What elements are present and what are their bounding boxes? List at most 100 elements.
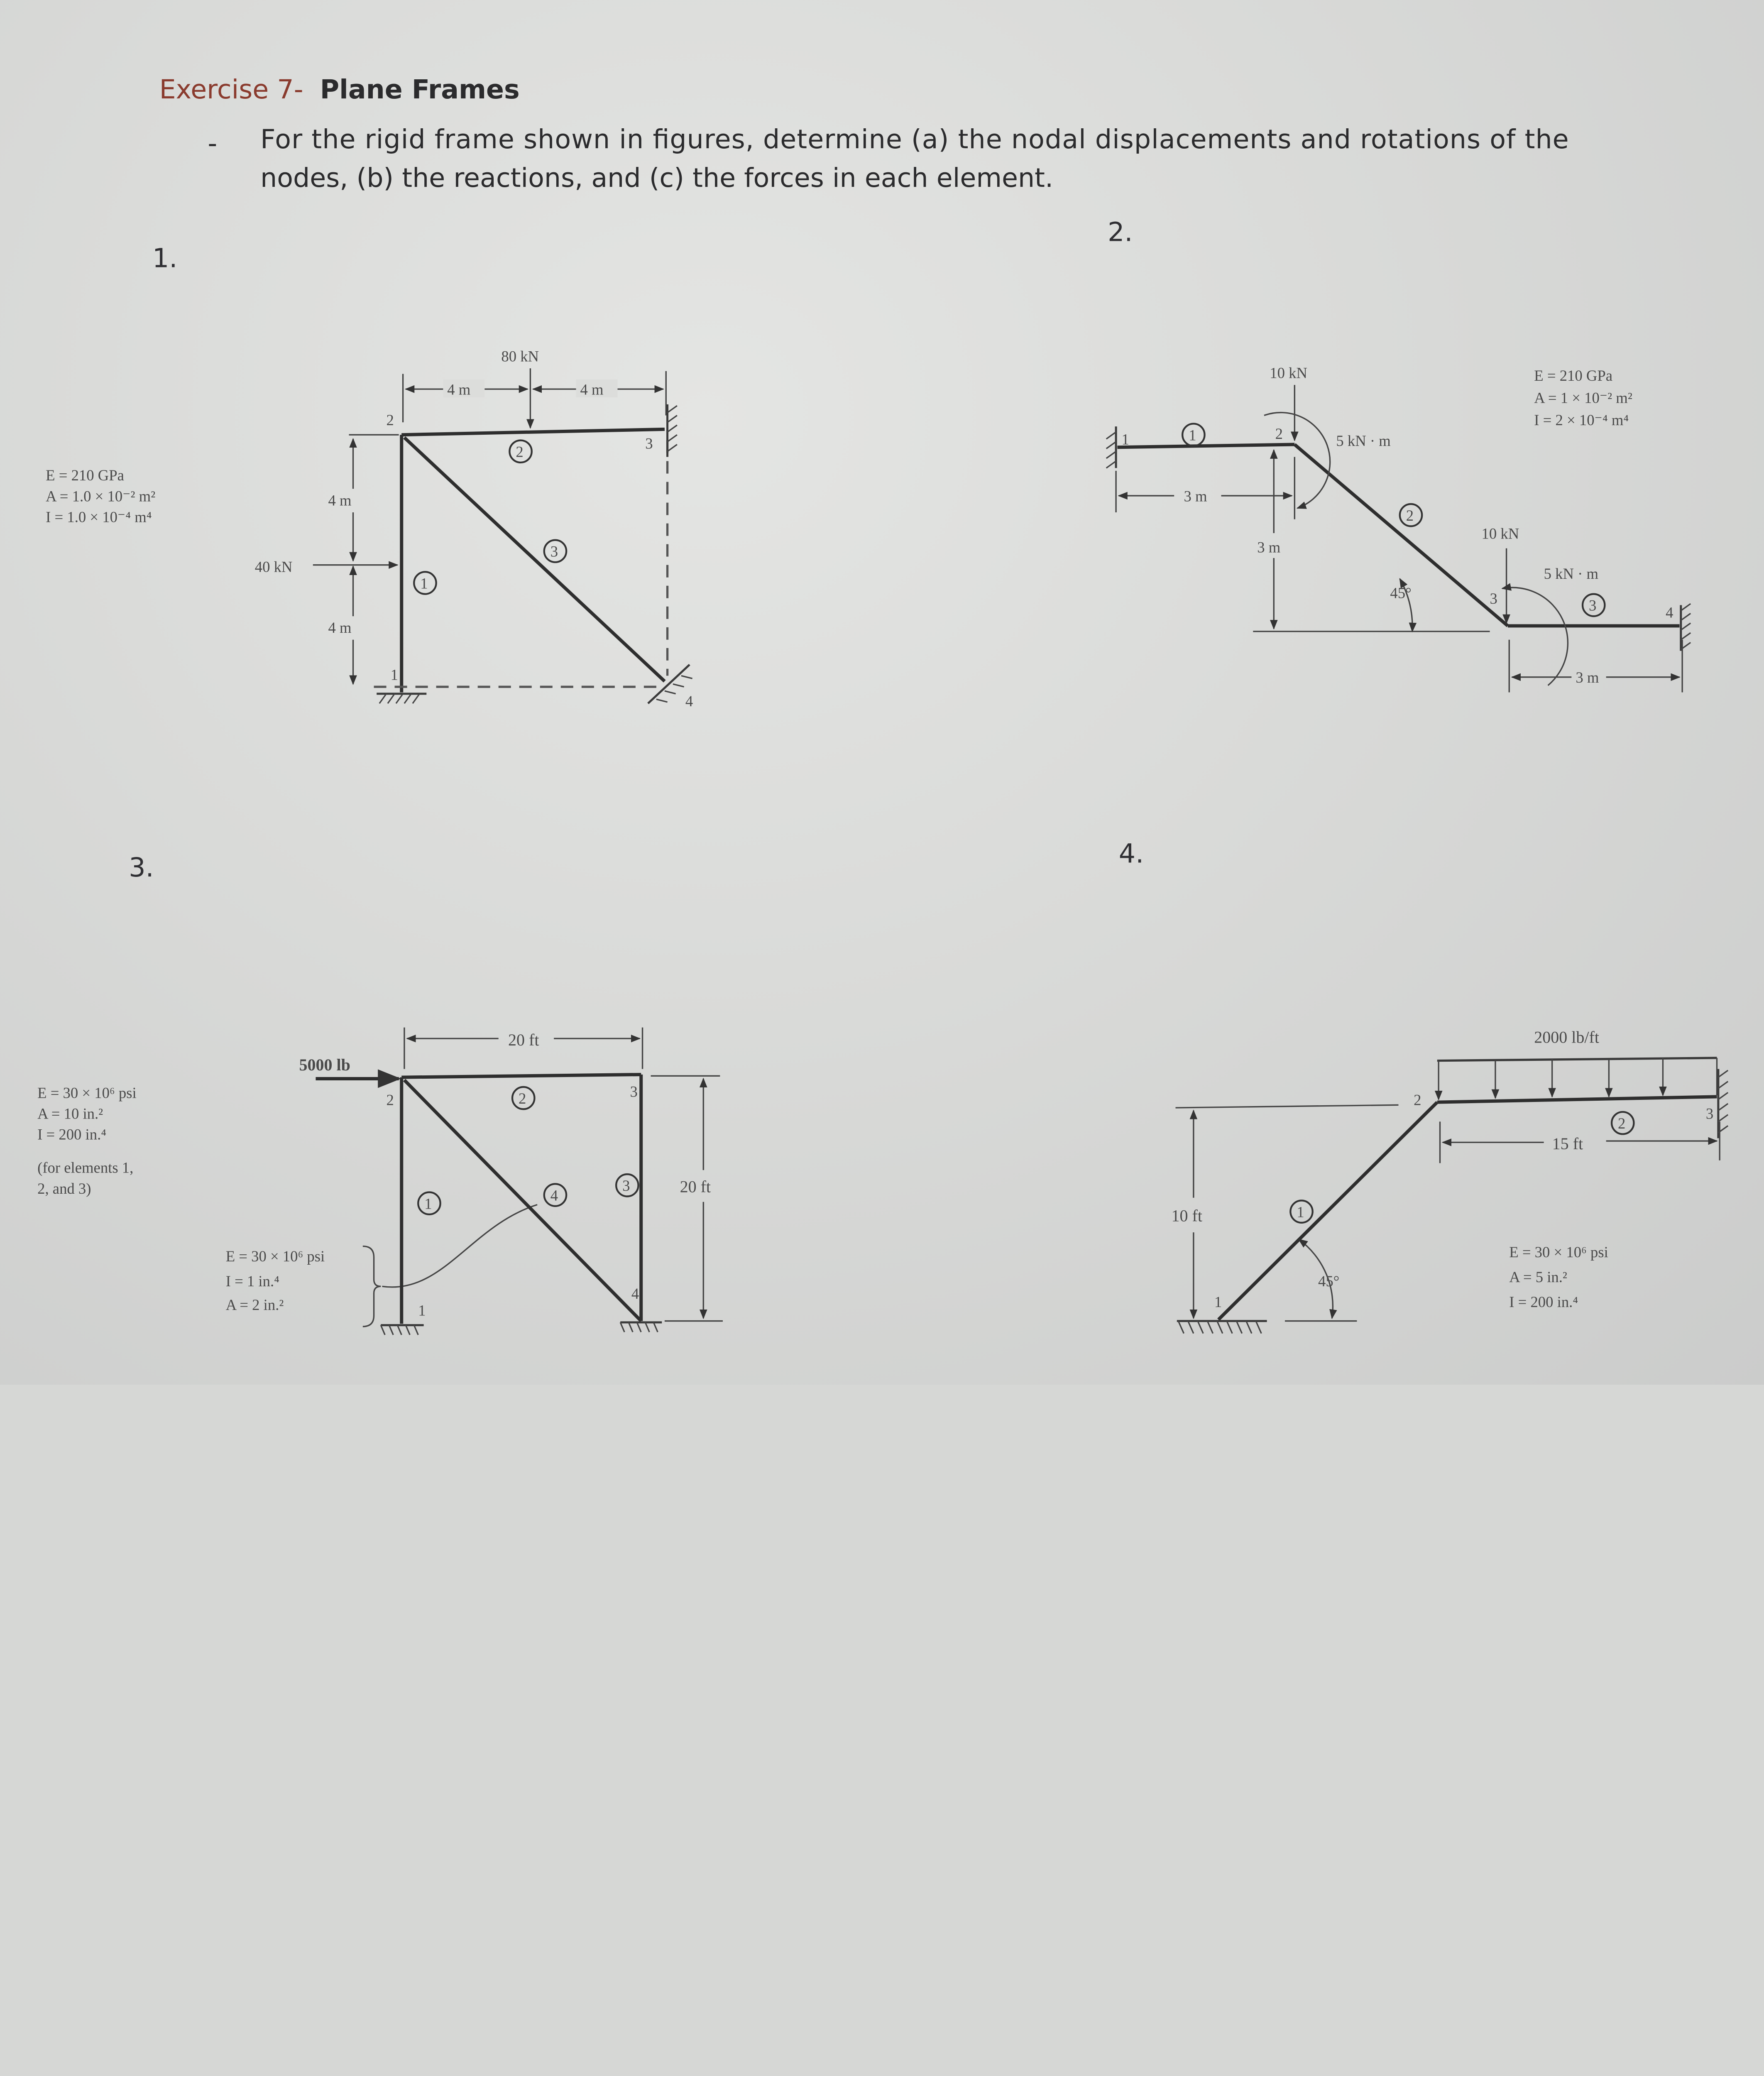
dimension-label: 3 m xyxy=(1257,539,1280,556)
fixed-support-node-1 xyxy=(380,1324,424,1335)
fixed-support-node-1 xyxy=(1177,1320,1267,1334)
dimension-label: 3 m xyxy=(1576,669,1599,686)
element-2-marker xyxy=(509,439,533,464)
angle-label: 45° xyxy=(1390,585,1411,602)
property-e: E = 210 GPa xyxy=(46,467,124,484)
property-a: A = 1 × 10⁻² m² xyxy=(1534,389,1632,406)
element-number: 3 xyxy=(550,543,558,560)
element-4-property-i: I = 1 in.⁴ xyxy=(226,1273,279,1290)
leader-line-element-4 xyxy=(382,1204,538,1288)
property-note: 2, and 3) xyxy=(37,1180,91,1197)
element-2-member xyxy=(401,1072,641,1079)
node-label: 3 xyxy=(630,1083,638,1100)
element-1-marker xyxy=(417,1191,441,1215)
fixed-support-node-3 xyxy=(666,404,678,457)
property-a: A = 5 in.² xyxy=(1509,1268,1567,1285)
figure-4-frame: 2000 lb/ft 15 ft 10 ft E = 30 × 10⁶ psi … xyxy=(1172,1028,1729,1334)
node-label: 1 xyxy=(391,666,398,683)
element-2-member xyxy=(401,427,665,437)
load-label-40kn: 40 kN xyxy=(255,558,293,575)
element-1-marker xyxy=(1289,1200,1314,1224)
angle-arc xyxy=(1298,1239,1337,1320)
document-page: Exercise 7- Plane Frames - For the rigid… xyxy=(0,0,1764,1385)
distributed-load xyxy=(1434,1057,1718,1101)
load-label: 10 kN xyxy=(1482,525,1519,542)
dimension-label: 4 m xyxy=(580,381,603,398)
node-label: 1 xyxy=(418,1302,426,1319)
dimension-label: 20 ft xyxy=(508,1031,539,1049)
element-2-member xyxy=(1437,1095,1717,1104)
instruction-line-1: For the rigid frame shown in figures, de… xyxy=(260,124,1569,154)
element-number: 3 xyxy=(1589,597,1596,614)
problem-number-1: 1. xyxy=(152,243,177,274)
element-number: 1 xyxy=(420,575,428,592)
node-label: 2 xyxy=(1414,1091,1421,1108)
node-label: 4 xyxy=(685,693,693,710)
node-label: 2 xyxy=(387,411,394,428)
element-2-marker xyxy=(1610,1111,1635,1135)
instruction-line-2: nodes, (b) the reactions, and (c) the fo… xyxy=(260,162,1053,193)
element-3-member xyxy=(403,436,666,683)
node-label: 3 xyxy=(1490,590,1497,607)
element-3-marker xyxy=(1581,593,1606,617)
document-canvas: Exercise 7- Plane Frames - For the rigid… xyxy=(37,74,1729,1335)
element-1-member xyxy=(1217,1101,1439,1321)
reference-line xyxy=(1175,1104,1399,1109)
dimension-label: 3 m xyxy=(1184,487,1207,504)
node-label: 3 xyxy=(1706,1105,1713,1122)
property-a: A = 1.0 × 10⁻² m² xyxy=(46,487,155,504)
element-2-marker xyxy=(1399,503,1423,527)
dimension-label: 4 m xyxy=(328,619,352,636)
element-1-member xyxy=(1117,443,1295,449)
element-number: 1 xyxy=(424,1195,432,1212)
bullet-dash: - xyxy=(208,128,217,159)
moment-arrow-node-3 xyxy=(1501,583,1569,686)
dimension-label: 10 ft xyxy=(1172,1206,1202,1225)
exercise-heading: Exercise 7- Plane Frames xyxy=(159,74,520,105)
problem-number-4: 4. xyxy=(1119,838,1144,869)
moment-label: 5 kN · m xyxy=(1336,432,1390,449)
label-backdrop xyxy=(443,379,485,398)
fixed-support-node-3 xyxy=(1717,1069,1729,1138)
property-a: A = 10 in.² xyxy=(37,1105,103,1122)
property-i: I = 1.0 × 10⁻⁴ m⁴ xyxy=(46,508,152,525)
figure-1-frame: E = 210 GPa A = 1.0 × 10⁻² m² I = 1.0 × … xyxy=(46,348,693,709)
fixed-support-node-1 xyxy=(377,693,427,704)
element-4-member xyxy=(403,1079,643,1322)
property-i: I = 200 in.⁴ xyxy=(1509,1293,1578,1310)
fixed-support-node-4 xyxy=(619,1321,662,1332)
fixed-support-node-4 xyxy=(647,663,693,705)
moment-label: 5 kN · m xyxy=(1544,565,1598,582)
element-number: 1 xyxy=(1189,427,1196,444)
node-label: 4 xyxy=(1666,604,1673,621)
dimension-label: 15 ft xyxy=(1552,1134,1583,1153)
element-2-marker xyxy=(511,1086,536,1110)
load-label-80kn: 80 kN xyxy=(501,348,539,365)
dimension-label: 4 m xyxy=(328,492,352,509)
element-number: 2 xyxy=(519,1090,526,1107)
angle-arc xyxy=(1399,578,1417,633)
node-label: 1 xyxy=(1214,1293,1222,1310)
node-label: 2 xyxy=(1275,425,1283,442)
fixed-support-node-4 xyxy=(1680,603,1691,651)
node-label: 4 xyxy=(631,1285,639,1302)
property-i: I = 200 in.⁴ xyxy=(37,1126,106,1143)
element-number: 3 xyxy=(622,1177,630,1194)
fixed-support-node-1 xyxy=(1106,426,1117,469)
element-3-marker xyxy=(543,539,568,563)
node-label: 3 xyxy=(645,435,653,452)
property-e: E = 30 × 10⁶ psi xyxy=(1509,1244,1608,1261)
problem-number-2: 2. xyxy=(1108,216,1133,247)
header: Exercise 7- Plane Frames - For the rigid… xyxy=(159,74,1569,193)
element-number: 1 xyxy=(1297,1203,1304,1220)
property-note: (for elements 1, xyxy=(37,1159,133,1176)
angle-label: 45° xyxy=(1318,1273,1339,1290)
property-e: E = 210 GPa xyxy=(1534,367,1612,384)
element-1-marker xyxy=(413,571,437,595)
brace-bracket xyxy=(362,1245,381,1327)
problem-number-3: 3. xyxy=(129,852,154,883)
element-number: 2 xyxy=(516,443,523,460)
node-label: 2 xyxy=(387,1091,394,1108)
element-4-marker xyxy=(543,1183,568,1207)
exercise-label: Exercise 7- xyxy=(159,74,303,105)
